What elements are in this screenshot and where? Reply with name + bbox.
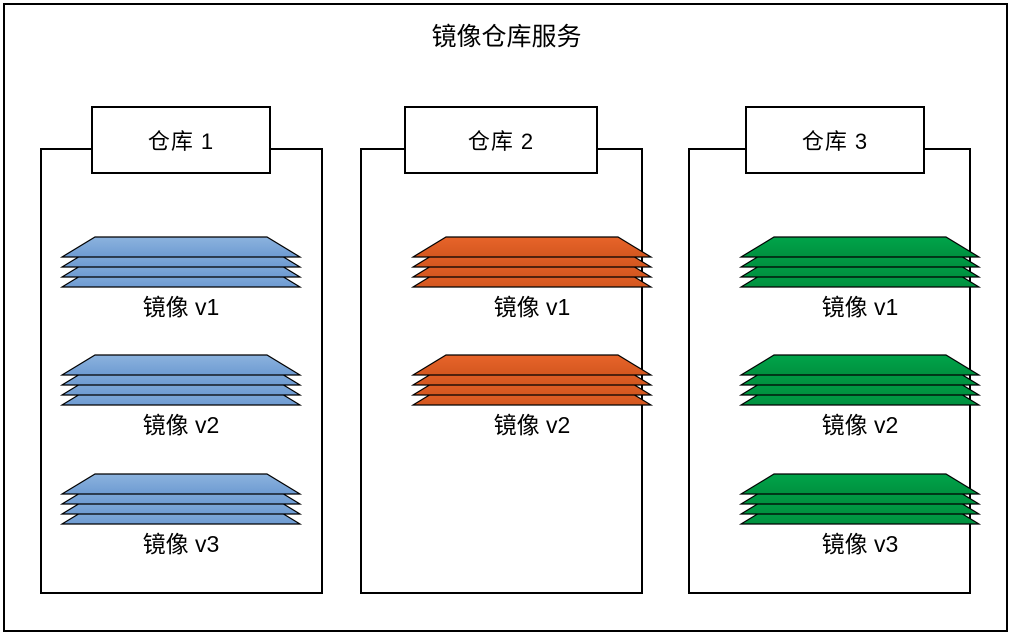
image-version-label: 镜像 v1 [142,294,220,320]
image-layer-stack [738,473,982,525]
image-stack-group: 镜像 v3 [59,473,303,559]
image-stack-group: 镜像 v2 [410,354,654,440]
image-layer [59,473,303,495]
image-layer-stack [59,236,303,288]
image-version-label: 镜像 v3 [142,531,220,557]
image-layer-stack [410,354,654,406]
repository-header-3: 仓库 3 [745,106,925,174]
repository-header-2: 仓库 2 [404,106,598,174]
image-stack-group: 镜像 v1 [59,236,303,322]
image-layer [738,473,982,495]
image-version-label: 镜像 v1 [821,294,899,320]
image-version-label: 镜像 v2 [821,412,899,438]
image-layer [59,354,303,376]
image-version-label: 镜像 v2 [142,412,220,438]
image-layer-stack [738,236,982,288]
image-layer [738,354,982,376]
image-version-label: 镜像 v1 [493,294,571,320]
image-version-label: 镜像 v2 [493,412,571,438]
image-layer-stack [59,473,303,525]
repository-header-1: 仓库 1 [91,106,271,174]
image-layer [410,354,654,376]
page-title: 镜像仓库服务 [431,23,582,51]
image-stack-group: 镜像 v2 [59,354,303,440]
image-stack-group: 镜像 v2 [738,354,982,440]
image-layer [738,236,982,258]
image-layer-stack [59,354,303,406]
image-layer [59,236,303,258]
image-layer [410,236,654,258]
image-stack-group: 镜像 v1 [410,236,654,322]
image-stack-group: 镜像 v1 [738,236,982,322]
image-layer-stack [738,354,982,406]
image-layer-stack [410,236,654,288]
image-version-label: 镜像 v3 [821,531,899,557]
image-stack-group: 镜像 v3 [738,473,982,559]
